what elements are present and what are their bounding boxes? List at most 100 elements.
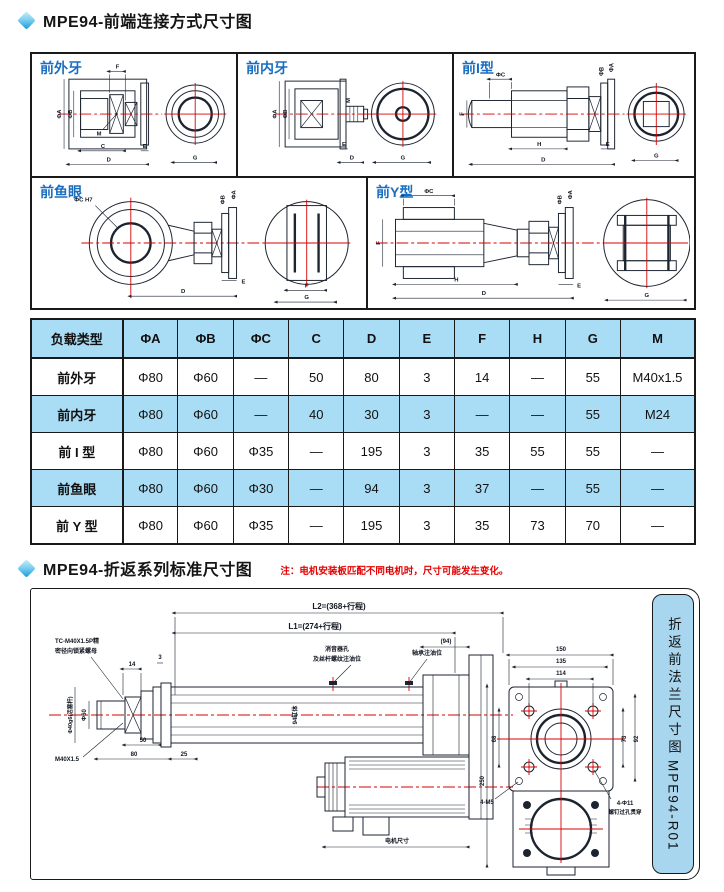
dim-label-phiB: ΦB [600,67,606,76]
dimension-value-cell: M24 [619,395,696,433]
dimension-value-cell: 70 [564,506,621,545]
dim-label-e: E [143,144,147,150]
drawing-cell-front-fisheye: 前鱼眼 ΦC H7 ΦB [32,178,368,308]
dimension-value-cell: Φ80 [122,357,179,396]
table-header-cell: G [564,318,621,359]
dimension-value-cell: Φ60 [177,357,234,396]
side-view: ΦC H7 ΦB ΦA D E [74,189,270,299]
dim-label-50: 50 [140,738,147,744]
dim-label-d: D [181,289,186,295]
end-view: G [164,83,227,164]
dimension-value-cell: 195 [343,432,400,470]
section2-title: MPE94-折返系列标准尺寸图 [43,562,253,579]
cylinder-side-view: Φ60 Φ40g6(活塞杆) M40X1.5 50 80 25 94缸体 [49,654,513,820]
dimension-value-cell: 14 [453,357,511,396]
dim-label-e: E [241,279,245,285]
thread-label: M40X1.5 [55,757,80,763]
top-dimensions: L2=(368+行程) L1=(274+行程) (94) 消音器孔 及丝杆螺纹注… [55,601,504,700]
dim-label-92: 92 [634,735,640,742]
dim-label-e: E [606,142,610,148]
dimension-value-cell: Φ60 [177,432,234,470]
cell-title: 前鱼眼 [40,184,82,200]
dim-label-phiA: ΦA [232,189,238,199]
dim-label-73: 73 [622,735,628,742]
dim-label-phiB: ΦB [557,195,563,204]
front-fisheye-drawing: ΦC H7 ΦB ΦA D E [74,189,351,304]
drawing-cell-front-i-type: 前I型 ΦC F [454,54,690,176]
dimension-value-cell: 55 [564,469,621,507]
hole-phi11-label-2: 螺钉过孔贯穿 [608,808,642,816]
dim-label-25: 25 [181,752,188,758]
dimension-value-cell: 55 [564,357,621,396]
bearing-oil-label: 轴承注油位 [412,649,442,657]
hole-m5-label: 4-M5 [480,800,494,806]
dim-label-c: C [101,144,106,150]
dimension-value-cell: Φ35 [232,432,290,470]
front-internal-thread-drawing: ΦA ΦB M E D G [272,78,437,164]
motor-note: 注：电机安装板匹配不同电机时，尺寸可能发生变化。 [280,566,509,577]
side-view: ΦC F ΦB ΦA H D E [460,62,625,166]
motor-face-view [512,790,610,876]
dim-label-3: 3 [158,655,162,661]
side-tab-mpe94-r01: 折返前法兰尺寸图 MPE94-R01 [652,594,694,874]
dimension-value-cell: 3 [398,506,456,545]
section1-header: MPE94-前端连接方式尺寸图 [17,8,253,32]
front-i-type-drawing: ΦC F ΦB ΦA H D E [460,62,687,166]
dimension-value-cell: — [232,357,290,396]
dim-label-f: F [305,283,309,289]
dim-label-d: D [107,157,111,163]
cell-title: 前内牙 [246,60,288,76]
dim-label-phiB: ΦB [283,110,289,119]
dimension-value-cell: 50 [288,357,345,396]
bolt-holes [521,703,601,775]
dimension-value-cell: 55 [564,395,621,433]
dimension-value-cell: 80 [343,357,400,396]
load-type-cell: 前内牙 [30,395,124,433]
dim-label-m: M [97,131,102,137]
dimension-value-cell: 30 [343,395,400,433]
dim-label-phiB: ΦB [68,110,74,119]
dim-label-e: E [342,142,346,148]
dimension-value-cell: Φ80 [122,469,179,507]
dimension-value-cell: Φ80 [122,395,179,433]
end-view: G [369,81,437,164]
dim-label-d: D [482,291,486,297]
table-header-cell: ΦC [232,318,290,359]
dim-label-d: D [350,156,354,162]
dimension-value-cell: — [509,469,566,507]
section1-title: MPE94-前端连接方式尺寸图 [43,14,253,31]
dim-label-f: F [116,65,120,71]
table-header-cell: E [398,318,456,359]
end-view: F G [263,199,351,304]
dimension-value-cell: — [619,506,696,545]
locknut-label-1: TC-M40X1.5P精 [55,637,99,645]
dim-label-phiA: ΦA [610,62,616,72]
dim-label-phiA: ΦA [57,109,63,119]
dimension-value-cell: — [232,395,290,433]
dim-label-94: (94) [441,639,452,645]
dim-label-l2: L2=(368+行程) [312,601,366,611]
table-header-cell: ΦA [122,318,179,359]
dimension-value-cell: 195 [343,506,400,545]
foldback-drawing-panel: L2=(368+行程) L1=(274+行程) (94) 消音器孔 及丝杆螺纹注… [30,588,700,880]
drawing-cell-front-internal-thread: 前内牙 ΦA ΦB M [238,54,454,176]
dim-label-250: 250 [480,775,486,786]
muffler-label-2: 及丝杆螺纹注油位 [313,655,361,663]
dimension-value-cell: 73 [509,506,566,545]
side-view: ΦC F ΦB ΦA H D [376,189,604,300]
end-view: G [626,83,687,162]
dimension-value-cell: 3 [398,357,456,396]
dim-label-g: G [645,293,650,299]
dimension-value-cell: 55 [564,432,621,470]
dimension-value-cell: — [288,432,345,470]
front-y-type-drawing: ΦC F ΦB ΦA H D [376,189,690,302]
dim-label-l1: L1=(274+行程) [288,621,342,631]
dim-label-g: G [193,156,198,162]
table-header-cell: D [343,318,400,359]
dim-label-g: G [304,295,309,301]
drawing-cell-front-y-type: 前Y型 ΦC F [368,178,690,308]
locknut-label-2: 密径向锁紧螺母 [55,647,97,655]
dimension-value-cell: — [288,506,345,545]
